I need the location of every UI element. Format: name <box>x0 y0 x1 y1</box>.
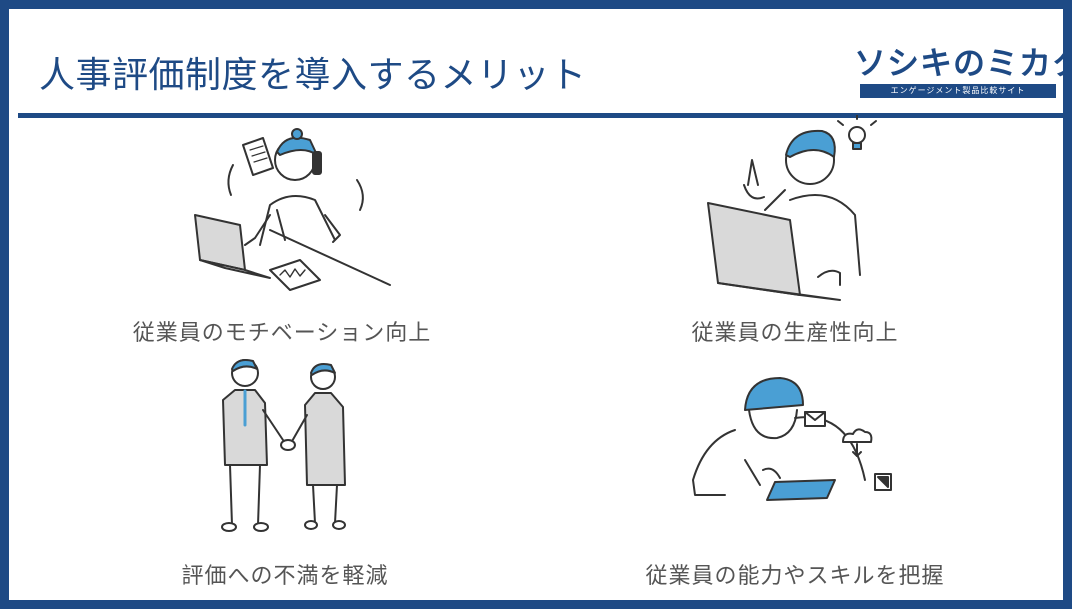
busy-worker-illustration <box>194 128 391 291</box>
handshake-illustration <box>221 359 346 532</box>
page-title: 人事評価制度を導入するメリット <box>39 55 587 96</box>
slide-header: 人事評価制度を導入するメリット ソシキのミカタ エンゲージメント製品比較サイト <box>18 18 1072 118</box>
benefit-label-skills: 従業員の能力やスキルを把握 <box>645 564 945 589</box>
idea-laptop-illustration <box>707 115 877 301</box>
benefit-label-dissatisfaction: 評価への不満を軽減 <box>181 564 389 589</box>
benefit-label-productivity: 従業員の生産性向上 <box>691 321 899 346</box>
benefit-label-motivation: 従業員のモチベーション向上 <box>132 321 432 346</box>
logo-wordmark: ソシキのミカタ <box>854 44 1072 82</box>
logo-tagline: エンゲージメント製品比較サイト <box>860 84 1056 98</box>
brand-logo: ソシキのミカタ エンゲージメント製品比較サイト <box>854 40 1072 100</box>
tablet-skills-illustration <box>692 377 892 501</box>
